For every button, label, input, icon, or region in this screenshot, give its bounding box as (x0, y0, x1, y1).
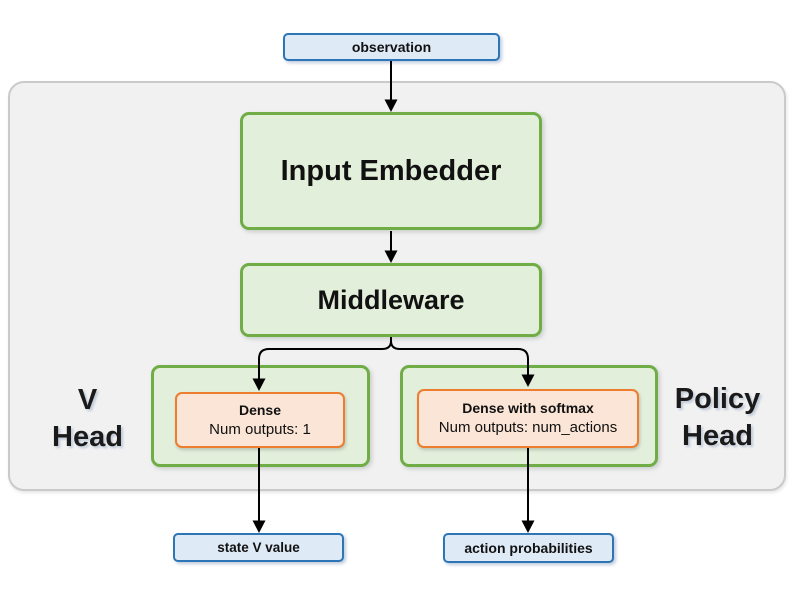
arrowhead-v-head-to-output (252, 520, 266, 533)
action-probabilities-node: action probabilities (443, 533, 614, 563)
arrowhead-policy-head-to-output (521, 520, 535, 533)
policy-dense-node: Dense with softmax Num outputs: num_acti… (417, 389, 639, 448)
input-embedder-node: Input Embedder (240, 112, 542, 230)
v-dense-subtitle: Num outputs: 1 (209, 420, 311, 438)
policy-dense-subtitle: Num outputs: num_actions (438, 419, 618, 436)
middleware-node: Middleware (240, 263, 542, 337)
v-head-label-line1: V (77, 384, 98, 416)
v-head-label-line2: Head (52, 421, 123, 453)
v-dense-title: Dense (238, 401, 282, 418)
policy-dense-title: Dense with softmax (462, 400, 594, 416)
state-v-value-node: state V value (173, 533, 344, 562)
policy-head-label-line2: Head (682, 420, 753, 452)
policy-head-label: Policy Head (660, 381, 775, 455)
v-dense-node: Dense Num outputs: 1 (175, 392, 345, 448)
observation-node: observation (283, 33, 500, 61)
v-head-label: V Head (30, 382, 145, 456)
policy-head-label-line1: Policy (674, 383, 761, 415)
